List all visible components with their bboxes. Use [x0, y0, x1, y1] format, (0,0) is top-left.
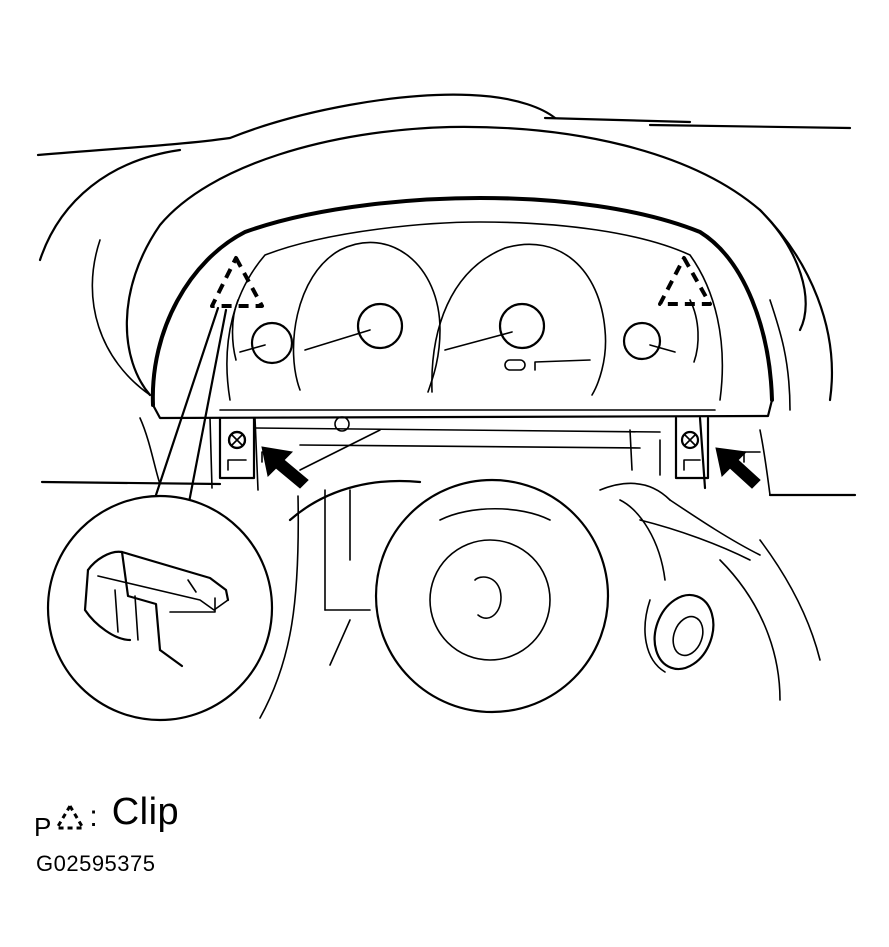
legend: P : Clip — [34, 772, 180, 840]
left-arrow-icon — [261, 446, 309, 489]
figure-id: G02595375 — [36, 851, 156, 876]
lower-dash-area — [40, 416, 857, 497]
inset-leader-lines — [153, 306, 228, 520]
clip-detail-inset — [46, 494, 274, 722]
steering-column — [259, 479, 761, 719]
cluster-bezel — [150, 196, 774, 420]
lower-right-panel — [719, 539, 821, 701]
legend-label: Clip — [111, 791, 180, 833]
legend-marker: P — [34, 812, 52, 842]
steering-wheel — [374, 478, 610, 714]
clip-marker-left — [210, 256, 264, 308]
dashboard-outline — [36, 93, 852, 411]
ignition-switch — [644, 593, 715, 673]
left-screw-icon — [227, 430, 247, 450]
right-arrow-icon — [715, 447, 761, 489]
legend-colon: : — [89, 800, 98, 833]
clip-marker-right — [658, 256, 712, 306]
gauges — [231, 241, 699, 396]
dashed-triangle-clip-icon — [54, 803, 86, 830]
